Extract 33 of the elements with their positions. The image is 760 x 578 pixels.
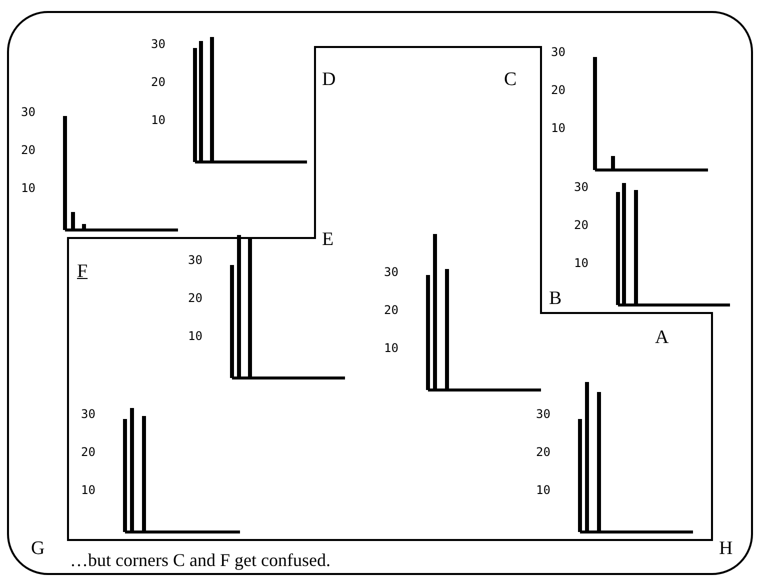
tick-label: 20 [574, 219, 588, 231]
tick-label: 10 [384, 342, 398, 354]
tick-label: 10 [81, 484, 96, 496]
tick-label: 20 [551, 84, 566, 96]
tick-label: 20 [536, 446, 550, 458]
caption: …but corners C and F get confused. [70, 551, 330, 569]
tick-label: 30 [188, 254, 202, 266]
tick-label: 30 [384, 266, 398, 278]
tick-label: 10 [574, 257, 588, 269]
tick-label: 20 [384, 304, 398, 316]
corner-label: D [322, 70, 336, 89]
tick-label: 30 [536, 408, 550, 420]
corner-label: H [719, 539, 733, 558]
tick-label: 30 [81, 408, 96, 420]
tick-label: 20 [81, 446, 96, 458]
corner-label: G [31, 539, 45, 558]
corner-label: E [322, 230, 334, 249]
corner-label: C [504, 70, 517, 89]
tick-label: 10 [151, 114, 166, 126]
tick-label: 20 [151, 76, 166, 88]
tick-label: 10 [188, 330, 202, 342]
tick-label: 30 [551, 46, 566, 58]
corner-label: A [655, 328, 669, 347]
tick-label: 20 [21, 144, 36, 156]
tick-label: 10 [21, 182, 36, 194]
tick-label: 10 [536, 484, 550, 496]
tick-label: 30 [21, 106, 36, 118]
tick-label: 20 [188, 292, 202, 304]
corner-label: F [77, 262, 88, 281]
tick-label: 30 [574, 181, 588, 193]
corner-label: B [549, 289, 562, 308]
tick-label: 30 [151, 38, 166, 50]
tick-label: 10 [551, 122, 566, 134]
